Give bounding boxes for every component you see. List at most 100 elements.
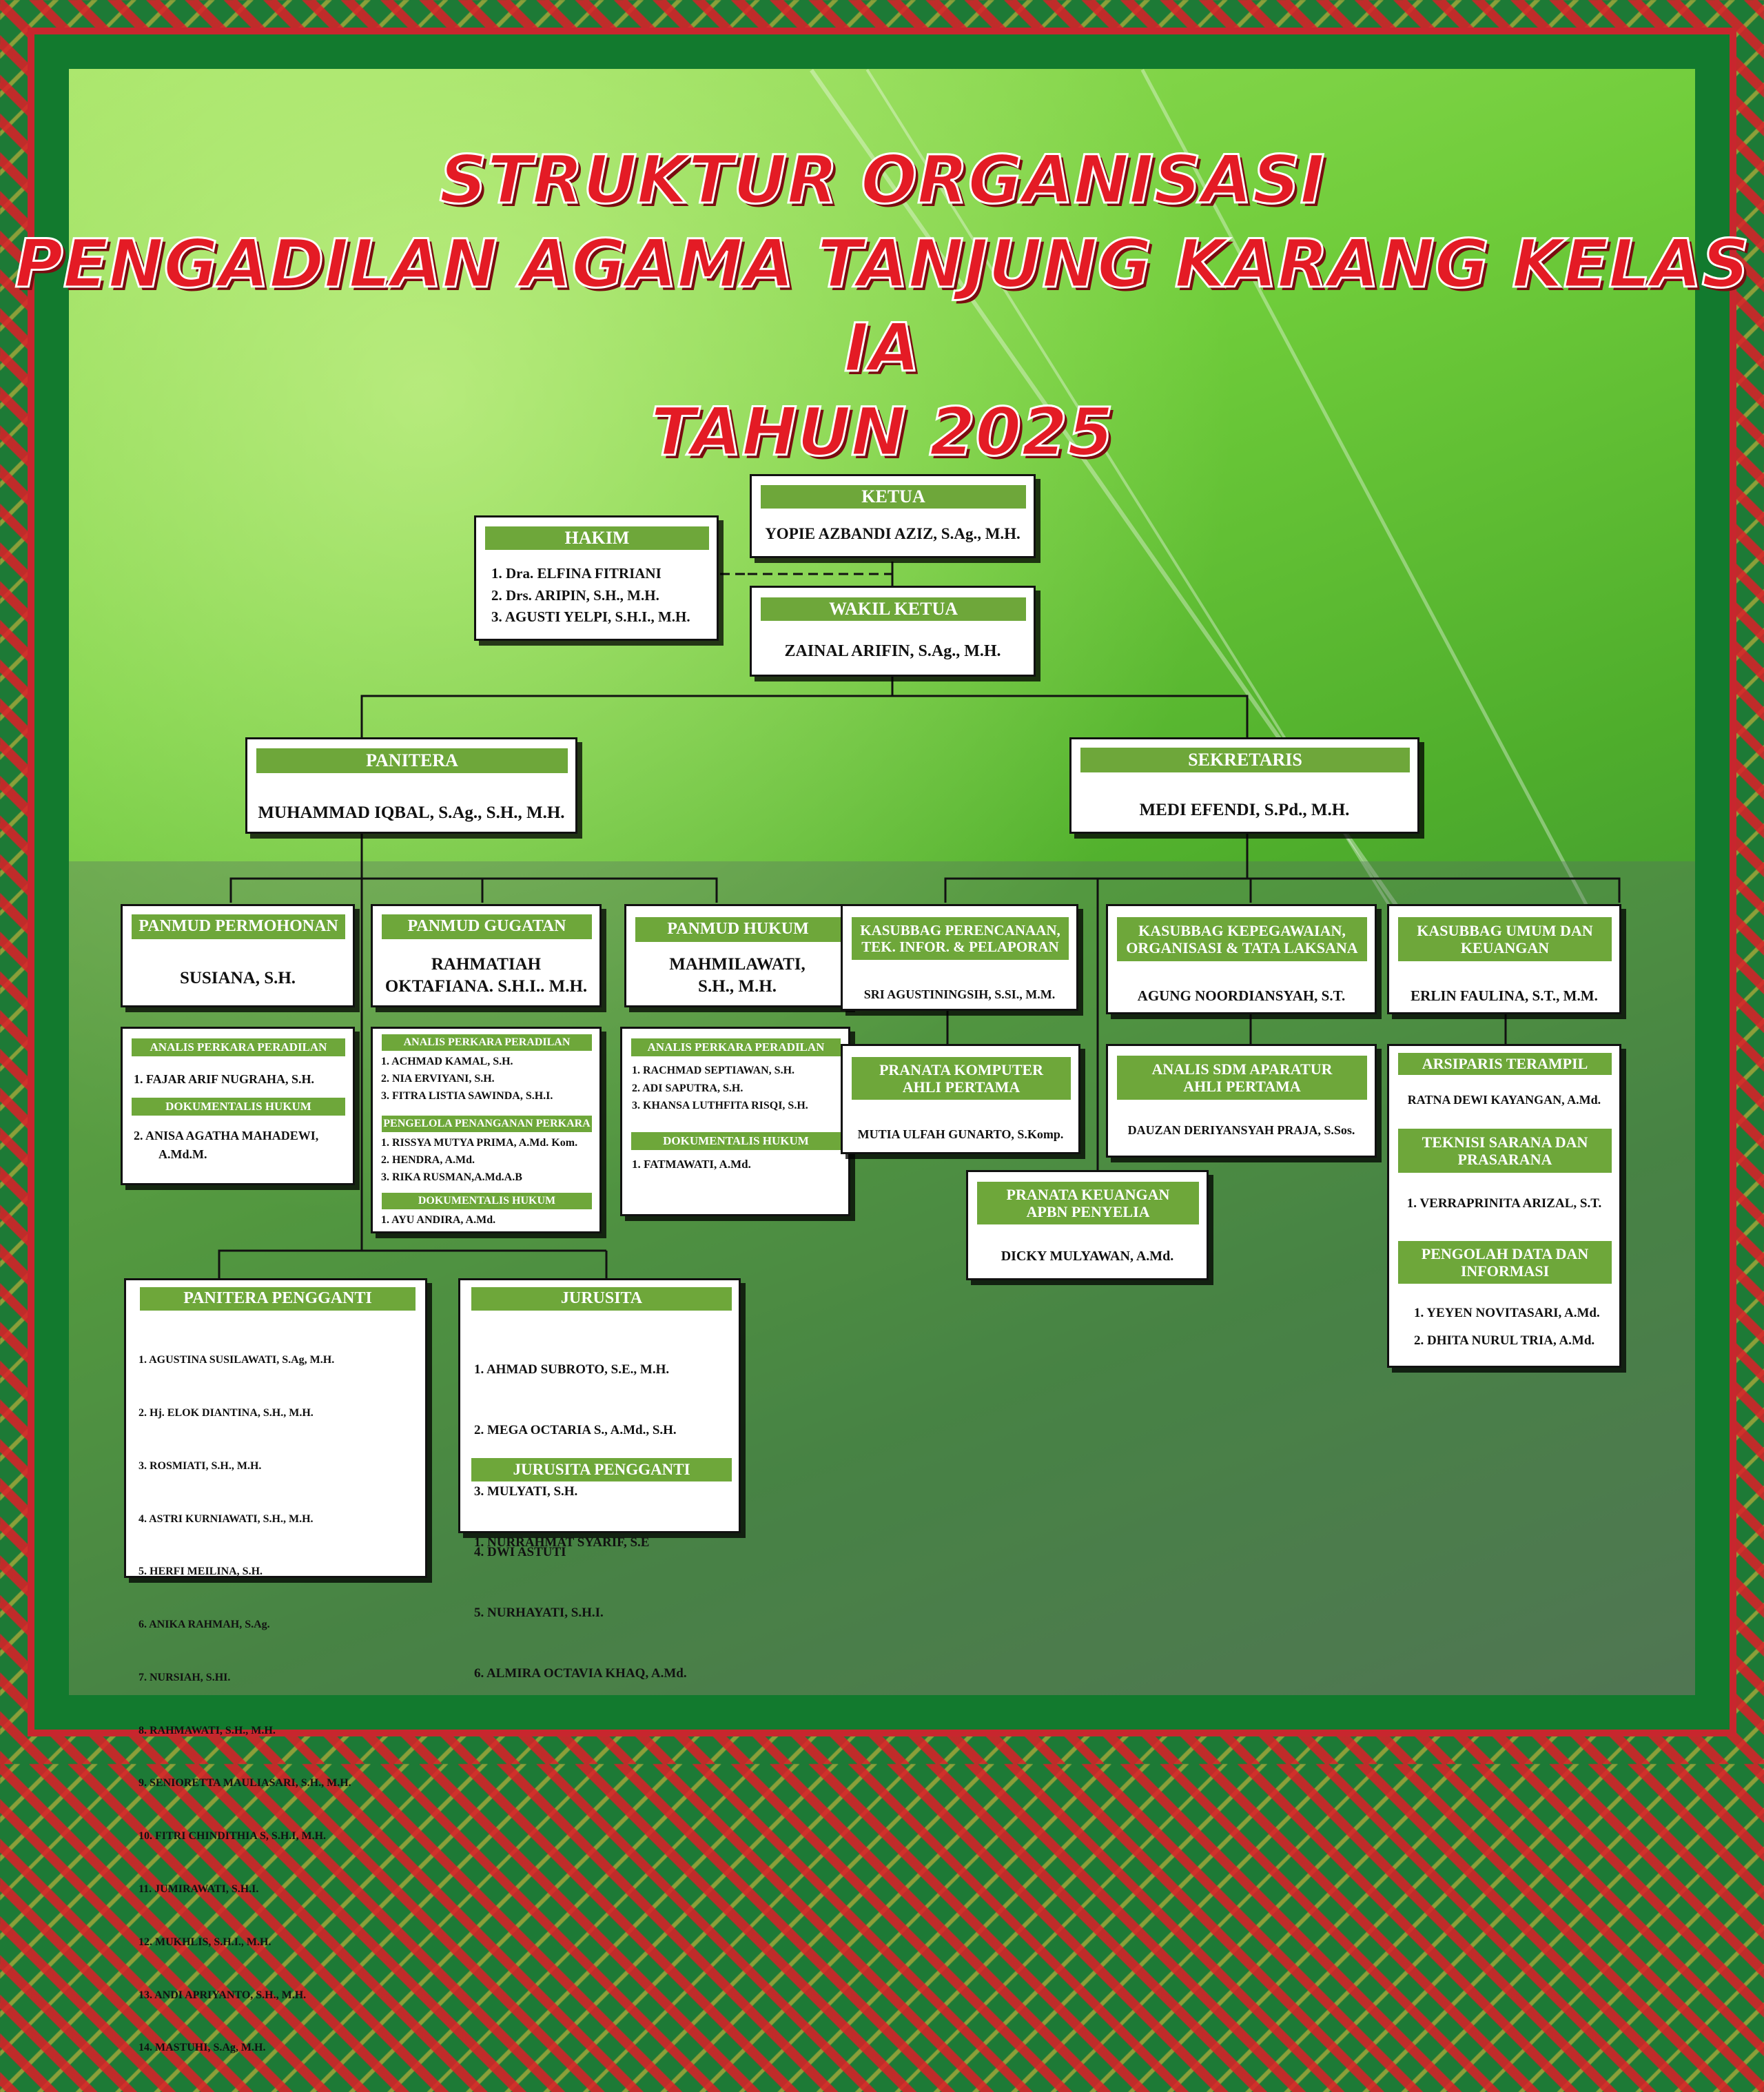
list-item: 4. ASTRI KURNIAWATI, S.H., M.H. (139, 1512, 314, 1525)
list-item: 5. NURHAYATI, S.H.I. (474, 1606, 604, 1621)
dokumentalis-heading: DOKUMENTALIS HUKUM (382, 1193, 592, 1209)
pranata-keuangan-box: PRANATA KEUANGAN APBN PENYELIA DICKY MUL… (966, 1170, 1209, 1280)
analis-list: 1. ACHMAD KAMAL, S.H. 2. NIA ERVIYANI, S… (381, 1054, 553, 1105)
heading-line: PENGOLAH DATA DAN (1421, 1244, 1589, 1262)
ketua-heading: KETUA (761, 485, 1026, 509)
analis-heading: ANALIS PERKARA PERADILAN (631, 1038, 841, 1056)
page-title: STRUKTUR ORGANISASI PENGADILAN AGAMA TAN… (0, 138, 1764, 474)
heading-line: KASUBBAG PERENCANAAN, (860, 921, 1060, 939)
jurusita-pengganti-heading: JURUSITA PENGGANTI (471, 1458, 732, 1481)
analis-list: 1. RACHMAD SEPTIAWAN, S.H. 2. ADI SAPUTR… (632, 1062, 808, 1115)
ketua-name: YOPIE AZBANDI AZIZ, S.Ag., M.H. (765, 525, 1021, 542)
arsiparis-heading: ARSIPARIS TERAMPIL (1398, 1053, 1612, 1075)
pranata-keuangan-heading: PRANATA KEUANGAN APBN PENYELIA (977, 1182, 1199, 1224)
panmud-gugatan-name-2: OKTAFIANA. S.H.I.. M.H. (384, 977, 588, 996)
list-item: 1. RACHMAD SEPTIAWAN, S.H. (632, 1065, 795, 1076)
heading-line: KEUANGAN (1460, 939, 1550, 956)
panmud-gugatan-staff-box: ANALIS PERKARA PERADILAN 1. ACHMAD KAMAL… (371, 1027, 602, 1233)
list-item: 2. Drs. ARIPIN, S.H., M.H. (491, 586, 659, 604)
panmud-gugatan-box: PANMUD GUGATAN RAHMATIAH OKTAFIANA. S.H.… (371, 904, 602, 1007)
list-item: 3. KHANSA LUTHFITA RISQI, S.H. (632, 1100, 808, 1112)
umum-staff-box: ARSIPARIS TERAMPIL RATNA DEWI KAYANGAN, … (1387, 1044, 1621, 1368)
dokumentalis-list: 1. AYU ANDIRA, A.Md. (381, 1212, 495, 1229)
kasubbag-perencanaan-heading: KASUBBAG PERENCANAAN, TEK. INFOR. & PELA… (852, 917, 1069, 960)
kasubbag-perencanaan-box: KASUBBAG PERENCANAAN, TEK. INFOR. & PELA… (841, 904, 1078, 1011)
list-item: 1. ACHMAD KAMAL, S.H. (381, 1056, 513, 1067)
arsiparis-name: RATNA DEWI KAYANGAN, A.Md. (1407, 1093, 1601, 1107)
list-item: 1. AHMAD SUBROTO, S.E., M.H. (474, 1362, 670, 1377)
list-item: 4. DWI ASTUTI (474, 1544, 566, 1559)
analis-sdm-box: ANALIS SDM APARATUR AHLI PERTAMA DAUZAN … (1106, 1044, 1377, 1158)
panmud-hukum-staff-box: ANALIS PERKARA PERADILAN 1. RACHMAD SEPT… (620, 1027, 850, 1216)
panitera-name: MUHAMMAD IQBAL, S.Ag., S.H., M.H. (258, 803, 565, 822)
jurusita-pengganti-list: 1. NURRAHMAT SYARIF, S.E (474, 1494, 649, 1592)
pranata-komputer-box: PRANATA KOMPUTER AHLI PERTAMA MUTIA ULFA… (841, 1044, 1080, 1154)
kasubbag-kepegawaian-heading: KASUBBAG KEPEGAWAIAN, ORGANISASI & TATA … (1117, 917, 1367, 961)
list-item: 1. NURRAHMAT SYARIF, S.E (474, 1535, 650, 1550)
list-item: 1. FATMAWATI, A.Md. (632, 1158, 751, 1171)
pranata-komputer-name: MUTIA ULFAH GUNARTO, S.Komp. (857, 1127, 1064, 1141)
list-item: 3. ROSMIATI, S.H., M.H. (139, 1459, 262, 1472)
panmud-hukum-name-2: S.H., M.H. (698, 977, 777, 996)
kasubbag-perencanaan-name: SRI AGUSTININGSIH, S.SI., M.M. (863, 987, 1056, 1001)
panitera-pengganti-list: 1. AGUSTINA SUSILAWATI, S.Ag, M.H. 2. Hj… (139, 1316, 351, 2092)
list-item: 9. SENIORETTA MAULIASARI, S.H., M.H. (139, 1777, 351, 1790)
pranata-keuangan-name: DICKY MULYAWAN, A.Md. (1001, 1249, 1174, 1264)
list-item: 12. MUKHLIS, S.H.I., M.H. (139, 1936, 271, 1948)
list-item: 3. FITRA LISTIA SAWINDA, S.H.I. (381, 1089, 553, 1102)
list-item: 2. NIA ERVIYANI, S.H. (381, 1072, 495, 1085)
list-item: 7. NURSIAH, S.HI. (139, 1671, 231, 1683)
list-item: 3. AGUSTI YELPI, S.H.I., M.H. (491, 608, 690, 625)
hakim-box: HAKIM 1. Dra. ELFINA FITRIANI 2. Drs. AR… (474, 515, 719, 641)
list-item: 5. HERFI MEILINA, S.H. (139, 1566, 263, 1578)
list-item: 1. Dra. ELFINA FITRIANI (491, 565, 662, 582)
heading-line: KASUBBAG UMUM DAN (1417, 921, 1593, 939)
panmud-hukum-box: PANMUD HUKUM MAHMILAWATI, S.H., M.H. (624, 904, 850, 1007)
list-item: 13. ANDI APRIYANTO, S.H., M.H. (139, 1989, 307, 2001)
panmud-gugatan-name-1: RAHMATIAH (431, 955, 542, 974)
heading-line: AHLI PERTAMA (902, 1078, 1021, 1096)
list-item: 10. FITRI CHINDITHIA S, S.H.I, M.H. (139, 1830, 327, 1843)
ketua-box: KETUA YOPIE AZBANDI AZIZ, S.Ag., M.H. (750, 474, 1036, 558)
wakil-ketua-heading: WAKIL KETUA (761, 597, 1026, 621)
list-item: 2. HENDRA, A.Md. (381, 1153, 475, 1166)
list-item: 6. ANIKA RAHMAH, S.Ag. (139, 1619, 270, 1631)
list-item: 1. YEYEN NOVITASARI, A.Md. (1414, 1306, 1600, 1320)
panmud-permohonan-name: SUSIANA, S.H. (179, 969, 296, 987)
title-line-3: TAHUN 2025 (650, 393, 1115, 472)
pengolah-list: 1. YEYEN NOVITASARI, A.Md. 2. DHITA NURU… (1414, 1300, 1600, 1355)
wakil-ketua-box: WAKIL KETUA ZAINAL ARIFIN, S.Ag., M.H. (750, 586, 1036, 677)
panmud-hukum-name-1: MAHMILAWATI, (669, 955, 806, 974)
heading-line: PRANATA KEUANGAN (1006, 1185, 1170, 1203)
pranata-komputer-heading: PRANATA KOMPUTER AHLI PERTAMA (852, 1057, 1071, 1100)
panitera-pengganti-heading: PANITERA PENGGANTI (140, 1287, 416, 1311)
kasubbag-umum-heading: KASUBBAG UMUM DAN KEUANGAN (1398, 917, 1612, 961)
analis-sdm-name: DAUZAN DERIYANSYAH PRAJA, S.Sos. (1127, 1123, 1355, 1137)
sekretaris-heading: SEKRETARIS (1080, 748, 1410, 772)
list-item: 1. RISSYA MUTYA PRIMA, A.Md. Kom. (381, 1137, 578, 1149)
wakil-ketua-name: ZAINAL ARIFIN, S.Ag., M.H. (784, 642, 1001, 660)
kasubbag-umum-box: KASUBBAG UMUM DAN KEUANGAN ERLIN FAULINA… (1387, 904, 1621, 1014)
list-item: 3. RIKA RUSMAN,A.Md.A.B (381, 1171, 522, 1183)
heading-line: AHLI PERTAMA (1183, 1078, 1301, 1095)
analis-heading: ANALIS PERKARA PERADILAN (382, 1034, 592, 1051)
analis-list: 1. FAJAR ARIF NUGRAHA, S.H. (134, 1070, 314, 1089)
jurusita-heading: JURUSITA (471, 1287, 732, 1311)
sekretaris-name: MEDI EFENDI, S.Pd., M.H. (1139, 801, 1350, 819)
list-item: A.Md.M. (158, 1147, 207, 1161)
list-item: 1. AGUSTINA SUSILAWATI, S.Ag, M.H. (139, 1354, 335, 1366)
list-item: 1. AYU ANDIRA, A.Md. (381, 1214, 496, 1226)
panitera-box: PANITERA MUHAMMAD IQBAL, S.Ag., S.H., M.… (245, 737, 577, 834)
analis-sdm-heading: ANALIS SDM APARATUR AHLI PERTAMA (1117, 1056, 1367, 1100)
heading-line: PRASARANA (1457, 1151, 1552, 1168)
list-item: 2. Hj. ELOK DIANTINA, S.H., M.H. (139, 1406, 314, 1419)
panmud-hukum-heading: PANMUD HUKUM (635, 917, 841, 942)
list-item: 8. RAHMAWATI, S.H., M.H. (139, 1724, 276, 1736)
list-item: 2. DHITA NURUL TRIA, A.Md. (1414, 1333, 1595, 1348)
heading-line: ORGANISASI & TATA LAKSANA (1126, 939, 1358, 956)
dokumentalis-heading: DOKUMENTALIS HUKUM (132, 1098, 345, 1116)
kasubbag-kepegawaian-box: KASUBBAG KEPEGAWAIAN, ORGANISASI & TATA … (1106, 904, 1377, 1014)
panmud-permohonan-box: PANMUD PERMOHONAN SUSIANA, S.H. (121, 904, 355, 1007)
kasubbag-kepegawaian-name: AGUNG NOORDIANSYAH, S.T. (1137, 987, 1346, 1004)
pengolah-heading: PENGOLAH DATA DAN INFORMASI (1398, 1241, 1612, 1284)
